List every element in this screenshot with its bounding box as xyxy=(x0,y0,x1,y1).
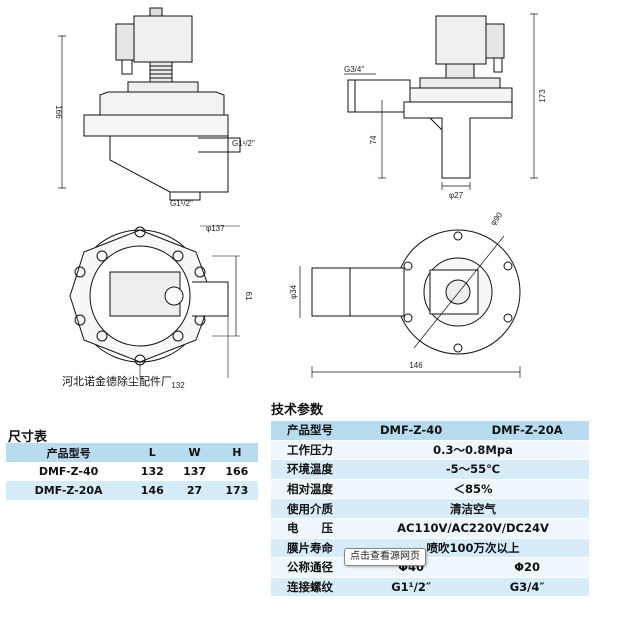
dimension-table-title: 尺寸表 xyxy=(8,430,48,445)
header-cell: 产品型号 xyxy=(6,443,132,462)
label-dim-61: 61 xyxy=(244,292,253,301)
table-cell: 146 xyxy=(131,481,174,500)
table-cell: 137 xyxy=(173,462,216,481)
bottom-view-drawing xyxy=(299,229,521,378)
front-view-drawing xyxy=(58,7,241,201)
row-label: 工作压力 xyxy=(271,440,357,461)
view-source-page-button[interactable]: 点击查看源网页 xyxy=(344,548,426,566)
tech-parameter-table: 产品型号 DMF-Z-40 DMF-Z-20A 工作压力 0.3～0.8Mpa … xyxy=(271,421,589,598)
dimension-table: 产品型号 L W H DMF-Z-40 132 137 166 DMF-Z-20… xyxy=(6,443,258,500)
header-cell: W xyxy=(173,443,216,462)
table-row: 使用介质 清洁空气 xyxy=(271,498,589,519)
table-cell: DMF-Z-40 xyxy=(6,462,132,481)
row-label: 使用介质 xyxy=(271,498,357,519)
table-row: 相对温度 ＜85% xyxy=(271,479,589,500)
label-dia-27: φ27 xyxy=(449,191,464,200)
table-cell: -5～55℃ xyxy=(357,459,589,480)
table-cell: 清洁空气 xyxy=(357,498,589,519)
table-row: 电 压 AC110V/AC220V/DC24V xyxy=(271,518,589,539)
table-cell: G3/4″ xyxy=(465,577,589,598)
table-row: 产品型号 L W H xyxy=(6,443,258,462)
label-thread-g34: G3/4" xyxy=(344,65,364,74)
table-cell: 27 xyxy=(173,481,216,500)
table-row: 公称通径 Φ40 Φ20 xyxy=(271,557,589,578)
row-label: 相对温度 xyxy=(271,479,357,500)
table-cell: 132 xyxy=(131,462,174,481)
table-row: DMF-Z-40 132 137 166 xyxy=(6,462,258,481)
table-cell: AC110V/AC220V/DC24V xyxy=(357,518,589,539)
header-cell: H xyxy=(215,443,258,462)
top-view-drawing xyxy=(69,225,240,378)
label-dia-34: φ34 xyxy=(289,284,298,299)
table-cell: 喷吹100万次以上 xyxy=(357,538,589,559)
label-dim-132: 132 xyxy=(171,381,185,390)
header-cell: L xyxy=(131,443,174,462)
label-dim-146: 146 xyxy=(409,361,423,370)
table-cell: ＜85% xyxy=(357,479,589,500)
manufacturer-caption: 河北诺金德除尘配件厂 xyxy=(62,375,172,388)
table-row: 膜片寿命 喷吹100万次以上 xyxy=(271,538,589,559)
valve-technical-drawings: 166 G1¹/2" G1¹/2" φ137 61 132 G3/4" 74 1… xyxy=(54,7,547,390)
label-dim-74: 74 xyxy=(369,135,378,144)
table-cell: 0.3～0.8Mpa xyxy=(357,440,589,461)
table-row: 连接螺纹 G1¹/2″ G3/4″ xyxy=(271,577,589,598)
tech-table-title: 技术参数 xyxy=(271,403,324,418)
table-row: DMF-Z-20A 146 27 173 xyxy=(6,481,258,500)
row-label: 电 压 xyxy=(271,518,357,539)
table-cell: 173 xyxy=(215,481,258,500)
row-label: 产品型号 xyxy=(271,421,357,441)
label-dia-90: φ90 xyxy=(488,210,504,227)
table-cell: Φ20 xyxy=(465,557,589,578)
table-cell: DMF-Z-40 xyxy=(357,421,466,441)
label-thread-bottom: G1¹/2" xyxy=(170,199,193,208)
row-label: 公称通径 xyxy=(271,557,357,578)
table-cell: DMF-Z-20A xyxy=(6,481,132,500)
table-cell: G1¹/2″ xyxy=(357,577,466,598)
table-cell: 166 xyxy=(215,462,258,481)
label-thread-right: G1¹/2" xyxy=(232,139,255,148)
label-height-166: 166 xyxy=(54,105,63,119)
table-row: 工作压力 0.3～0.8Mpa xyxy=(271,440,589,461)
label-dim-173: 173 xyxy=(538,89,547,103)
row-label: 环境温度 xyxy=(271,459,357,480)
side-view-drawing xyxy=(344,13,538,190)
table-row: 环境温度 -5～55℃ xyxy=(271,459,589,480)
label-dia-137: φ137 xyxy=(206,224,225,233)
row-label: 膜片寿命 xyxy=(271,538,357,559)
table-row: 产品型号 DMF-Z-40 DMF-Z-20A xyxy=(271,421,589,441)
table-cell: DMF-Z-20A xyxy=(465,421,589,441)
row-label: 连接螺纹 xyxy=(271,577,357,598)
